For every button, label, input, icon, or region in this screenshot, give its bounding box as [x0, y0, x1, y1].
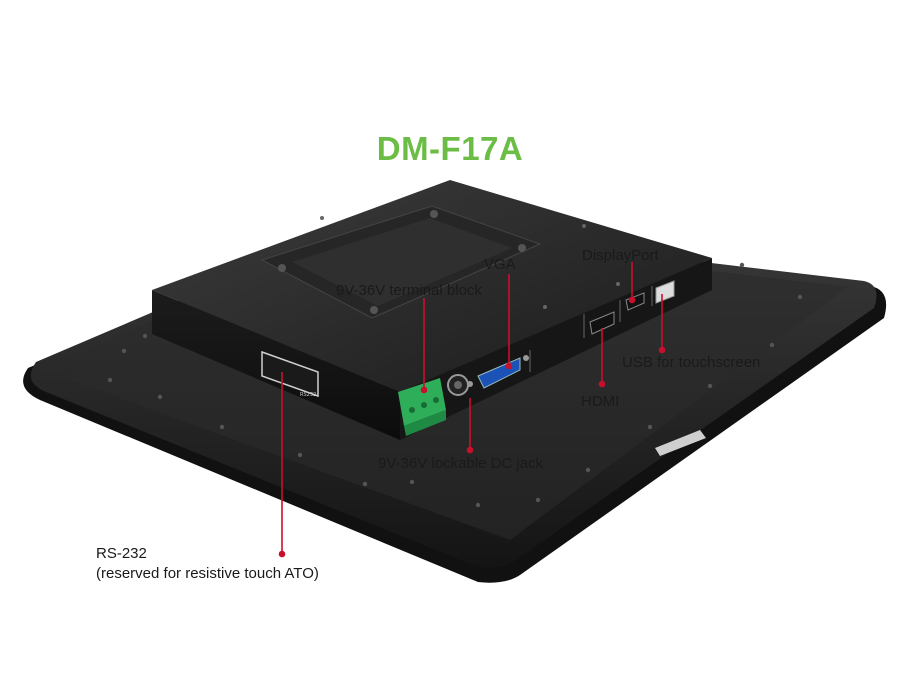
product-model-title: DM-F17A — [376, 130, 524, 167]
callout-displayport: DisplayPort — [582, 247, 659, 264]
callout-dc-jack: 9V-36V lockable DC jack — [378, 455, 544, 472]
callout-usb: USB for touchscreen — [622, 354, 761, 371]
callout-rs232-note: (reserved for resistive touch ATO) — [96, 565, 319, 582]
callout-vga: VGA — [484, 256, 516, 273]
callout-hdmi: HDMI — [581, 393, 620, 410]
callout-terminal-block: 9V-36V terminal block — [336, 282, 482, 299]
callout-rs232: RS-232 — [96, 545, 147, 562]
terminal-block-connector — [398, 378, 446, 436]
stand-edge — [655, 430, 706, 456]
rear-housing — [152, 180, 712, 440]
rs232-port-panel: RS232 — [261, 350, 319, 398]
callout-lines — [278, 262, 666, 558]
bezel-screws — [107, 262, 803, 508]
rs232-port-label: RS232 — [300, 392, 316, 398]
